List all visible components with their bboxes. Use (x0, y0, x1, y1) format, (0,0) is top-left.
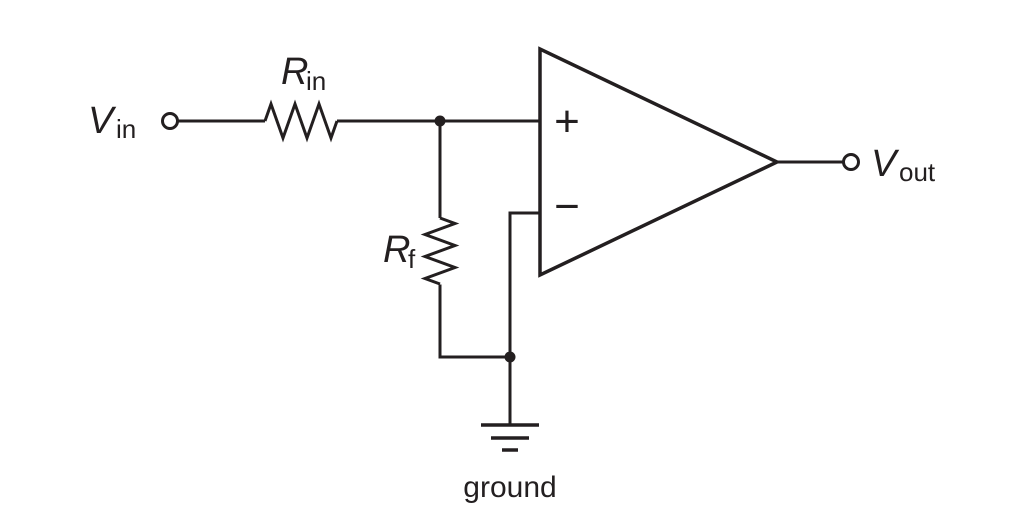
wire-rf-to-ground-node (438, 284, 510, 359)
opamp-symbol (538, 46, 782, 278)
vin-label-base: V (88, 100, 117, 142)
vout-label: V out (871, 143, 936, 187)
rin-label-sub: in (306, 66, 326, 96)
ground-symbol (481, 423, 539, 452)
rf-label: R f (383, 229, 416, 274)
wire-node-to-inverting-input (508, 211, 540, 357)
vin-terminal (161, 112, 179, 130)
opamp-noninverting-input-label: + (554, 97, 580, 146)
vout-label-sub: out (899, 157, 936, 187)
rin-label: R in (281, 51, 326, 96)
rf-label-sub: f (408, 244, 416, 274)
vin-label-sub: in (116, 114, 136, 144)
vin-label: V in (88, 100, 136, 144)
ground-label: ground (463, 471, 556, 504)
vout-label-base: V (871, 143, 900, 185)
resistor-rin-symbol (263, 99, 339, 143)
resistor-rf-symbol (420, 216, 460, 286)
vout-terminal (842, 153, 860, 171)
junction-dot-ground (504, 351, 516, 363)
opamp-inverting-input-label: − (554, 182, 580, 231)
junction-dot-input (434, 115, 446, 127)
rin-label-base: R (281, 51, 308, 93)
rf-label-base: R (383, 229, 410, 271)
